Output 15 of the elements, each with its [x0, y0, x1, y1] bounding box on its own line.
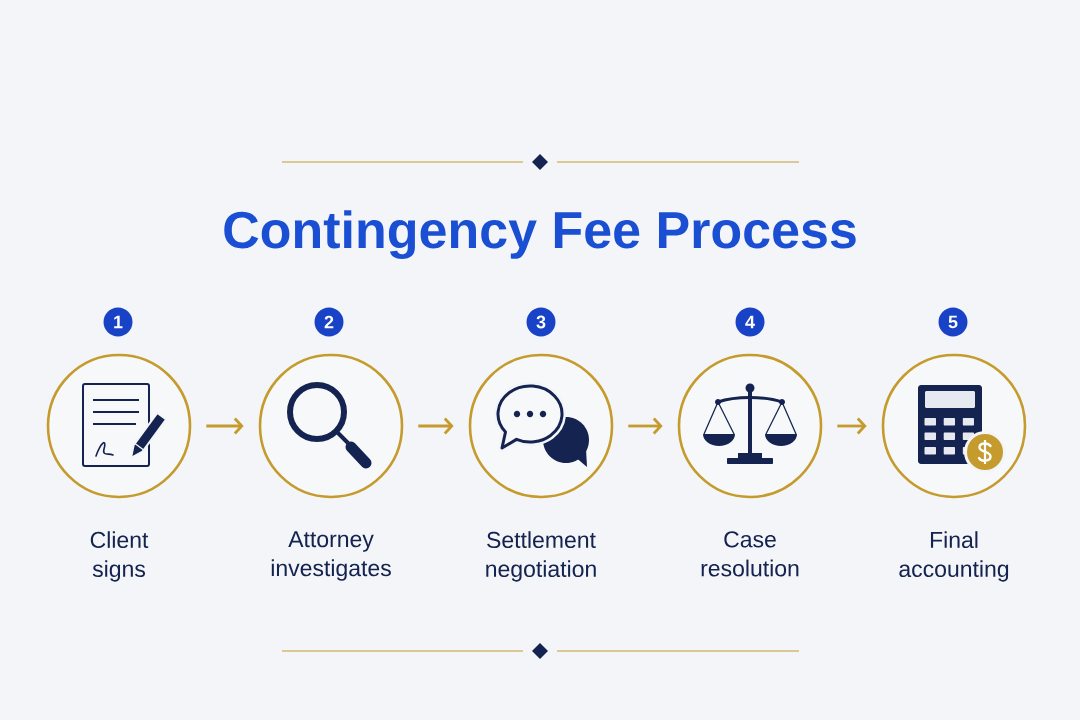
arrow — [628, 417, 663, 435]
arrow — [837, 417, 867, 435]
step-number: 4 — [735, 307, 765, 337]
step-number: 3 — [526, 307, 556, 337]
step-label: Attorney investigates — [271, 531, 391, 581]
step-label: Case resolution — [701, 531, 799, 577]
arrow — [418, 417, 454, 435]
arrow — [206, 417, 244, 435]
step-label: Final accounting — [899, 531, 1009, 582]
step-label: Client signs — [90, 531, 149, 582]
step-number: 2 — [314, 307, 344, 337]
title: Contingency Fee Process — [224, 210, 856, 259]
step-number: 5 — [938, 307, 968, 337]
step-label: Settlement negotiation — [486, 531, 596, 582]
step-number: 1 — [103, 307, 133, 337]
